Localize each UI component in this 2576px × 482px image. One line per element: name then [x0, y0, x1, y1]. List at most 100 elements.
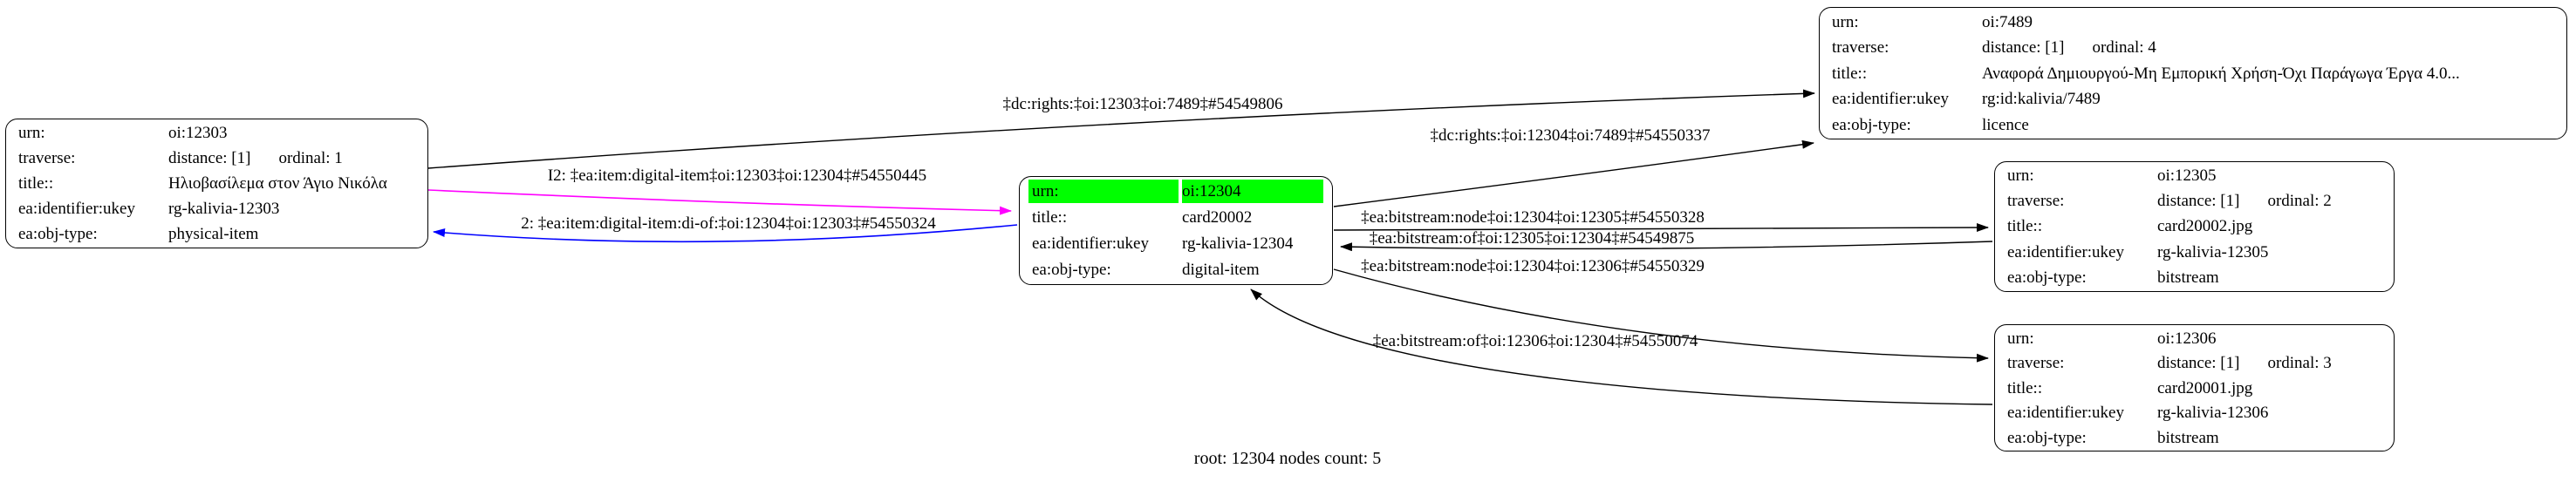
node-row: ea:identifier:ukey rg-kalivia-12304 [1028, 232, 1323, 255]
field-value: rg:id:kalivia/7489 [1982, 90, 2101, 108]
field-label: title:: [18, 174, 54, 193]
field-label: urn: [1028, 180, 1179, 203]
node-oi-12303[interactable]: urn: oi:12303 traverse: distance: [1] ord… [5, 119, 428, 248]
node-oi-7489[interactable]: urn: oi:7489 traverse: distance: [1] ordi… [1819, 7, 2567, 139]
node-row: ea:obj-type: licence [1828, 113, 2558, 137]
edge-label-bitstream-of-12305: ‡ea:bitstream:of‡oi:12305‡oi:12304‡#5454… [1369, 229, 1695, 248]
traverse-ordinal: ordinal: 3 [2267, 354, 2332, 372]
field-value: oi:12303 [168, 124, 228, 142]
node-oi-12305[interactable]: urn: oi:12305 traverse: distance: [1] ord… [1994, 161, 2395, 292]
edge-bitstream-of-12305-12304 [1340, 241, 1993, 252]
node-row: urn: oi:12306 [2004, 327, 2385, 350]
field-value: oi:12304 [1182, 180, 1323, 203]
field-value: Αναφορά Δημιουργού-Μη Εμπορική Χρήση-Όχι… [1982, 64, 2460, 83]
field-label: ea:identifier:ukey [2007, 404, 2124, 422]
field-label: ea:obj-type: [1832, 115, 1911, 134]
field-label: ea:identifier:ukey [18, 200, 135, 218]
field-value: bitstream [2157, 268, 2219, 287]
edge-label-digital-item-di-of: 2: ‡ea:item:digital-item:di-of:‡oi:12304… [521, 214, 936, 233]
node-row: title:: Ηλιοβασίλεμα στον Άγιο Νικόλα [15, 172, 419, 195]
field-value: rg-kalivia-12303 [168, 200, 280, 218]
field-label: urn: [1832, 12, 1859, 31]
edge-dc-rights-12303-7489 [427, 89, 1815, 169]
field-label: title:: [2007, 378, 2043, 397]
node-row: ea:identifier:ukey rg-kalivia-12303 [15, 197, 419, 221]
field-label: urn: [18, 124, 45, 142]
field-value: distance: [1] ordinal: 2 [2157, 189, 2385, 213]
field-label: ea:obj-type: [1032, 261, 1111, 279]
edge-digital-item-di-of-12304-12303 [433, 224, 1018, 243]
field-value: rg-kalivia-12306 [2157, 404, 2269, 422]
node-row: ea:identifier:ukey rg-kalivia-12306 [2004, 401, 2385, 424]
field-label: traverse: [2007, 192, 2065, 211]
field-value: card20002.jpg [2157, 217, 2253, 236]
field-value: licence [1982, 115, 2029, 134]
field-value: oi:7489 [1982, 12, 2033, 31]
node-oi-12306[interactable]: urn: oi:12306 traverse: distance: [1] ord… [1994, 324, 2395, 451]
field-value: rg-kalivia-12304 [1182, 234, 1294, 253]
node-row: ea:obj-type: physical-item [15, 222, 419, 246]
field-label: ea:obj-type: [2007, 268, 2087, 287]
field-label: traverse: [2007, 354, 2065, 372]
field-label: ea:identifier:ukey [2007, 242, 2124, 261]
traverse-distance: distance: [1] [168, 149, 251, 167]
traverse-distance: distance: [1] [2157, 192, 2240, 211]
field-value: rg-kalivia-12305 [2157, 242, 2269, 261]
field-value: physical-item [168, 225, 259, 243]
field-value: oi:12305 [2157, 166, 2217, 186]
traverse-ordinal: ordinal: 2 [2267, 192, 2332, 211]
field-value: distance: [1] ordinal: 1 [168, 146, 419, 170]
edge-label-dc-rights-12303: ‡dc:rights:‡oi:12303‡oi:7489‡#54549806 [1002, 95, 1283, 113]
field-label: title:: [1032, 208, 1068, 227]
field-label: ea:identifier:ukey [1032, 234, 1149, 253]
node-row: traverse: distance: [1] ordinal: 1 [15, 146, 419, 170]
node-row: ea:obj-type: digital-item [1028, 258, 1323, 282]
field-value: distance: [1] ordinal: 4 [1982, 36, 2558, 59]
field-label: urn: [2007, 166, 2034, 186]
node-row: ea:identifier:ukey rg:id:kalivia/7489 [1828, 87, 2558, 111]
edge-bitstream-node-12304-12305 [1333, 223, 1989, 233]
edge-dc-rights-12304-7489 [1333, 139, 1814, 207]
edge-label-dc-rights-12304: ‡dc:rights:‡oi:12304‡oi:7489‡#54550337 [1430, 126, 1711, 145]
node-row: urn: oi:12303 [15, 121, 419, 145]
edge-bitstream-of-12306-12304 [1250, 289, 1993, 405]
node-row: traverse: distance: [1] ordinal: 3 [2004, 351, 2385, 375]
node-row-highlighted: urn: oi:12304 [1028, 180, 1323, 203]
field-value: oi:12306 [2157, 329, 2217, 348]
node-row: urn: oi:7489 [1828, 10, 2558, 34]
edge-label-bitstream-node-12306: ‡ea:bitstream:node‡oi:12304‡oi:12306‡#54… [1361, 257, 1705, 275]
node-row: traverse: distance: [1] ordinal: 4 [1828, 36, 2558, 59]
traverse-ordinal: ordinal: 4 [2092, 38, 2156, 57]
edge-label-bitstream-node-12305: ‡ea:bitstream:node‡oi:12304‡oi:12305‡#54… [1361, 208, 1705, 227]
field-label: traverse: [1832, 38, 1889, 57]
edge-label-bitstream-of-12306: ‡ea:bitstream:of‡oi:12306‡oi:12304‡#5455… [1372, 332, 1698, 350]
node-row: ea:obj-type: bitstream [2004, 266, 2385, 289]
traverse-distance: distance: [1] [2157, 354, 2240, 372]
edge-digital-item-12303-12304 [427, 189, 1012, 215]
traverse-ordinal: ordinal: 1 [278, 149, 343, 167]
edge-label-digital-item: I2: ‡ea:item:digital-item‡oi:12303‡oi:12… [547, 166, 927, 185]
node-oi-12304-root[interactable]: urn: oi:12304 title:: card20002 ea:ident… [1019, 176, 1333, 285]
node-row: title:: card20002.jpg [2004, 214, 2385, 238]
node-row: ea:obj-type: bitstream [2004, 426, 2385, 450]
field-value: distance: [1] ordinal: 3 [2157, 351, 2385, 375]
node-row: traverse: distance: [1] ordinal: 2 [2004, 189, 2385, 213]
node-row: urn: oi:12305 [2004, 164, 2385, 187]
node-row: title:: Αναφορά Δημιουργού-Μη Εμπορική Χ… [1828, 62, 2558, 85]
node-row: title:: card20001.jpg [2004, 377, 2385, 400]
field-value: card20001.jpg [2157, 378, 2253, 397]
field-value: Ηλιοβασίλεμα στον Άγιο Νικόλα [168, 174, 387, 193]
traverse-distance: distance: [1] [1982, 38, 2065, 57]
field-label: title:: [2007, 217, 2043, 236]
field-label: ea:obj-type: [18, 225, 98, 243]
field-value: digital-item [1182, 261, 1260, 279]
field-label: title:: [1832, 64, 1868, 83]
field-label: urn: [2007, 329, 2034, 348]
field-label: traverse: [18, 149, 76, 167]
field-label: ea:identifier:ukey [1832, 90, 1949, 108]
node-row: title:: card20002 [1028, 206, 1323, 229]
field-value: card20002 [1182, 208, 1253, 227]
edge-bitstream-node-12304-12306 [1333, 268, 1989, 363]
